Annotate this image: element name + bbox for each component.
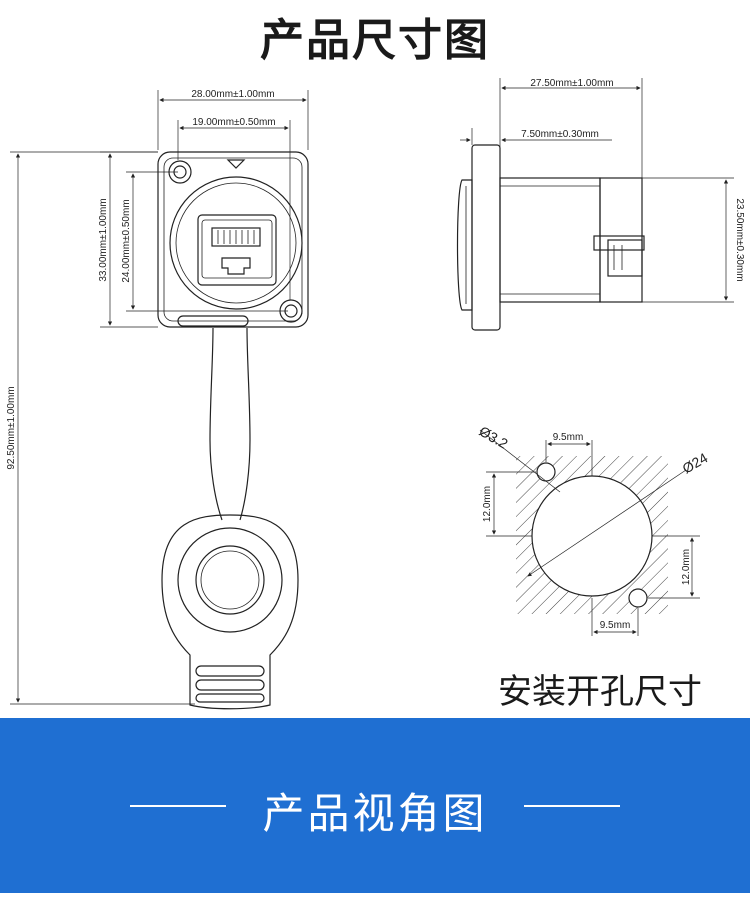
dim-flange: 7.50mm±0.30mm	[521, 129, 599, 140]
dim-depth: 27.50mm±1.00mm	[530, 78, 613, 89]
dim-top-offset: 9.5mm	[553, 432, 584, 443]
section-banner: 产品视角图	[0, 718, 750, 893]
dim-height-inner: 24.00mm±0.50mm	[121, 199, 132, 282]
page-title: 产品尺寸图	[260, 15, 490, 66]
dim-bottom-offset: 9.5mm	[600, 620, 631, 631]
front-dimensions	[10, 90, 309, 705]
main-diameter-label: Ø24	[680, 449, 711, 476]
hole-diameter-label: Ø3.2	[477, 423, 511, 452]
dim-width-inner: 19.00mm±0.50mm	[192, 117, 275, 128]
side-dimensions	[460, 78, 734, 303]
banner-right-line	[524, 805, 620, 807]
side-view	[456, 144, 645, 331]
dim-total-length: 92.50mm±1.00mm	[6, 386, 17, 469]
dim-right-offset: 12.0mm	[681, 549, 692, 585]
front-view	[157, 151, 309, 710]
banner-left-line	[130, 805, 226, 807]
dim-width-outer: 28.00mm±1.00mm	[191, 89, 274, 100]
banner-title: 产品视角图	[262, 789, 488, 838]
cutout-caption: 安装开孔尺寸	[498, 672, 702, 712]
footer-strip	[0, 893, 750, 911]
panel-cutout	[479, 429, 700, 636]
dim-left-offset: 12.0mm	[482, 486, 493, 522]
dim-height-outer: 33.00mm±1.00mm	[98, 198, 109, 281]
dimension-drawing: 28.00mm±1.00mm 19.00mm±0.50mm 33.00mm±1.…	[6, 78, 745, 710]
dim-body-height: 23.50mm±0.30mm	[734, 198, 745, 281]
